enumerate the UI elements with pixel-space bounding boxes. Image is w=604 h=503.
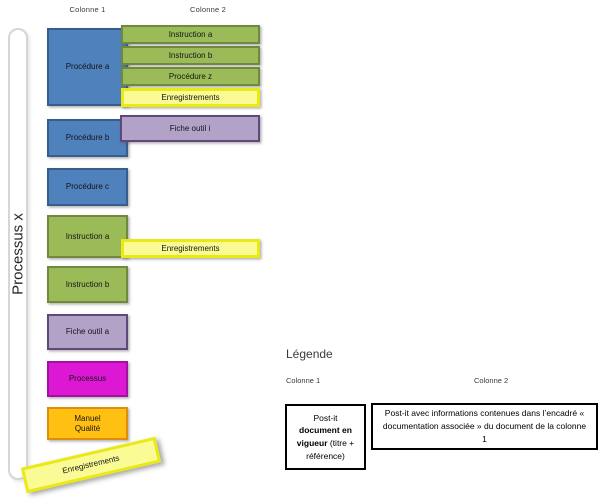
process-bar-label: Processus x bbox=[9, 213, 27, 295]
postit-label: Enregistrements bbox=[61, 453, 121, 476]
postit-label: Enregistrements bbox=[161, 92, 220, 102]
postit-label: Fiche outil a bbox=[65, 327, 110, 337]
legend-box-colonne2: Post-it avec informations contenues dans… bbox=[371, 403, 598, 450]
postit-procedure-c: Procédure c bbox=[47, 168, 128, 206]
legend-box1-bold: document en vigueur bbox=[296, 425, 352, 448]
postit-label: Instruction b bbox=[65, 279, 110, 289]
postit-label: Instruction a bbox=[168, 29, 213, 39]
postit-label: Instruction a bbox=[65, 231, 110, 241]
postit-instruction-b: Instruction b bbox=[47, 266, 128, 303]
postit-instruction-b-col2: Instruction b bbox=[121, 46, 260, 65]
postit-enregistrements-bottom: Enregistrements bbox=[20, 436, 162, 494]
postit-procedure-z-col2: Procédure z bbox=[121, 67, 260, 86]
postit-instruction-a: Instruction a bbox=[47, 215, 128, 258]
column1-header: Colonne 1 bbox=[69, 5, 106, 14]
postit-label: Processus bbox=[68, 374, 107, 384]
postit-label: Procédure c bbox=[65, 182, 110, 192]
postit-enregistrements-col2-top: Enregistrements bbox=[121, 88, 260, 107]
legend-box1-post: (titre + référence) bbox=[306, 438, 355, 461]
legend-title: Légende bbox=[286, 347, 333, 361]
postit-label: Instruction b bbox=[168, 50, 213, 60]
postit-label: Procédure a bbox=[65, 62, 110, 72]
postit-fiche-outil-a: Fiche outil a bbox=[47, 314, 128, 350]
postit-label: Procédure z bbox=[168, 71, 213, 81]
column2-header: Colonne 2 bbox=[190, 5, 226, 14]
postit-procedure-a: Procédure a bbox=[47, 28, 128, 106]
legend-box2-text: Post-it avec informations contenues dans… bbox=[382, 408, 587, 444]
postit-label: Manuel Qualité bbox=[74, 413, 101, 433]
legend-box1-text: Post-it document en vigueur (titre + réf… bbox=[292, 412, 359, 463]
legend-column2-label: Colonne 2 bbox=[474, 376, 509, 385]
postit-fiche-outil-i-col2: Fiche outil i bbox=[120, 115, 260, 142]
process-bar: Processus x bbox=[8, 28, 28, 480]
legend-column1-label: Colonne 1 bbox=[286, 376, 321, 385]
postit-label: Fiche outil i bbox=[169, 123, 211, 133]
postit-manuel-qualite: Manuel Qualité bbox=[47, 407, 128, 440]
legend-box-colonne1: Post-it document en vigueur (titre + réf… bbox=[285, 404, 366, 470]
postit-procedure-b: Procédure b bbox=[47, 119, 128, 157]
postit-instruction-a-col2: Instruction a bbox=[121, 25, 260, 44]
postit-enregistrements-col2-mid: Enregistrements bbox=[121, 239, 260, 258]
postit-label: Procédure b bbox=[65, 133, 110, 143]
postit-label: Enregistrements bbox=[161, 243, 220, 253]
postit-processus: Processus bbox=[47, 361, 128, 397]
legend-box1-pre: Post-it bbox=[313, 412, 338, 423]
